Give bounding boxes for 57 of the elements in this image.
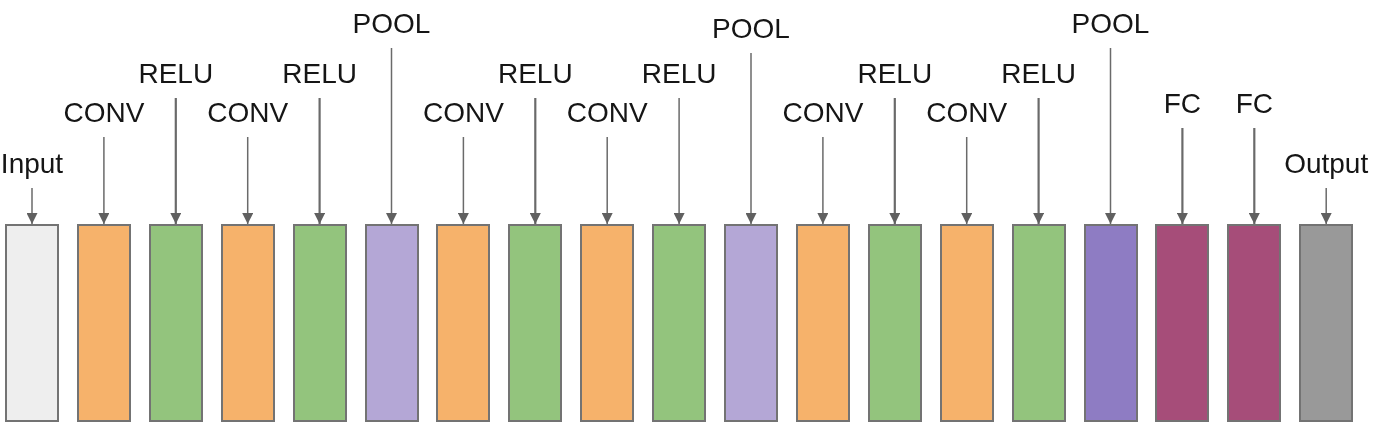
leader-arrow (386, 47, 397, 225)
leader-arrow (601, 136, 613, 225)
layer-label: CONV (422, 99, 504, 127)
layer-block (292, 224, 347, 422)
layer-label: RELU (282, 60, 357, 88)
layer-label: POOL (712, 15, 790, 43)
layer-block (436, 224, 491, 422)
layer-label: FC (1163, 90, 1202, 118)
layer-block (1155, 224, 1210, 422)
leader-arrow (170, 98, 182, 224)
leader-arrow (1105, 47, 1116, 225)
leader-arrow (1033, 98, 1045, 224)
leader-arrow (1320, 187, 1332, 225)
layer-block (1083, 224, 1138, 422)
layer-block (1227, 224, 1282, 422)
leader-arrow (314, 98, 326, 224)
layer-block (76, 224, 131, 422)
layer-label: FC (1235, 90, 1273, 118)
layer-block (724, 224, 778, 422)
layer-block (220, 224, 275, 422)
layer-block (508, 224, 563, 422)
layer-block (148, 224, 203, 422)
layer-label: RELU (641, 60, 717, 88)
layer-block (867, 224, 922, 422)
layer-label: POOL (1071, 10, 1150, 38)
leader-arrow (961, 136, 973, 225)
layer-block (939, 224, 994, 422)
layer-label: CONV (926, 99, 1008, 127)
leader-arrow (745, 52, 757, 225)
layer-label: Output (1284, 150, 1369, 178)
leader-arrow (529, 98, 541, 224)
layer-block (364, 224, 419, 422)
layer-block (652, 224, 707, 422)
layer-label: RELU (1001, 60, 1076, 88)
leader-arrow (98, 136, 110, 225)
layer-block (5, 224, 59, 422)
layer-label: RELU (497, 60, 573, 88)
layer-block (1299, 224, 1354, 422)
layer-label: CONV (207, 99, 289, 127)
layer-label: RELU (857, 60, 933, 88)
layer-label: POOL (352, 10, 431, 38)
leader-arrow (242, 136, 254, 225)
leader-arrow (673, 97, 685, 225)
leader-arrow (817, 136, 829, 225)
leader-arrow (26, 187, 38, 225)
layer-label: CONV (566, 99, 648, 127)
layer-block (1011, 224, 1066, 422)
leader-arrow (1176, 128, 1188, 224)
leader-arrow (457, 136, 469, 225)
leader-arrow (1248, 128, 1260, 224)
layer-block (580, 224, 635, 422)
leader-arrow (889, 98, 901, 224)
layer-label: Input (0, 150, 64, 178)
layer-block (795, 224, 850, 422)
layer-label: CONV (782, 99, 864, 127)
layer-label: CONV (63, 99, 145, 127)
layer-label: RELU (138, 60, 214, 88)
